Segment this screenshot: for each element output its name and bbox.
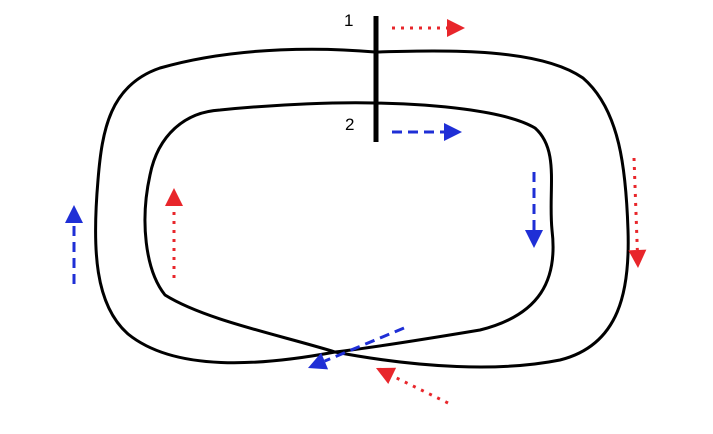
red-arrow-bottom-head [376, 367, 397, 384]
blue-arrow-top-head [444, 123, 462, 141]
red-arrow-right-shaft [632, 157, 639, 251]
red-arrow-right-head [628, 249, 647, 268]
blue-arrow-crossing [308, 326, 405, 370]
red-arrow-left [165, 188, 183, 278]
blue-arrow-left-head [65, 205, 83, 223]
red-arrow-bottom [376, 367, 449, 405]
blue-arrow-right-head [525, 230, 543, 248]
line-1-label: 1 [344, 11, 353, 30]
line-2-label: 2 [345, 115, 354, 134]
red-arrow-top [392, 19, 465, 37]
blue-arrow-right [525, 172, 543, 248]
outer-loop [94, 47, 630, 369]
blue-arrow-top [392, 123, 462, 141]
red-arrow-right [628, 157, 647, 268]
red-arrow-left-head [165, 188, 183, 206]
blue-arrow-crossing-head [308, 352, 329, 370]
inner-loop [143, 101, 555, 354]
blue-arrow-left [65, 205, 83, 284]
blue-arrow-crossing-shaft [324, 326, 405, 363]
red-arrow-bottom-shaft [391, 374, 449, 405]
direction-arrows [65, 19, 647, 405]
red-arrow-top-head [447, 19, 465, 37]
